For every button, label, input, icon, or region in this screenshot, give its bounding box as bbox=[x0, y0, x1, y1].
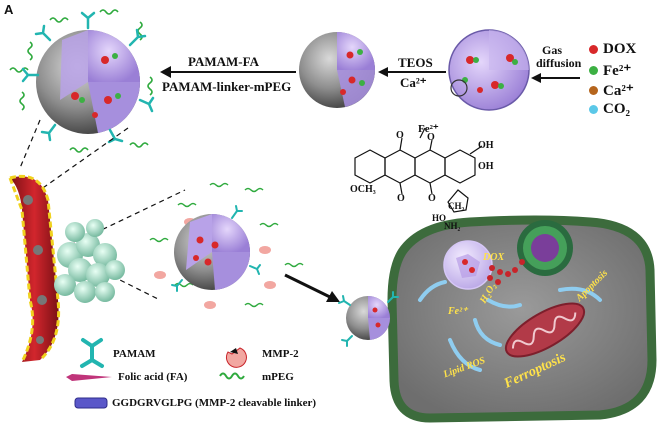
mol-ho: HO bbox=[432, 213, 447, 223]
mol-nh2: NH₂ bbox=[444, 221, 461, 231]
cell-fe-label: Fe²⁺ bbox=[448, 306, 468, 317]
legend-pamam-label: PAMAM bbox=[113, 348, 156, 360]
legend-mpeg-symbol bbox=[219, 372, 245, 380]
nanoparticle-decorated bbox=[9, 9, 155, 153]
blood-vessel bbox=[8, 174, 61, 363]
cell-dox-label: DOX bbox=[483, 252, 505, 263]
legend-co2-label: CO₂ bbox=[603, 101, 630, 117]
teos-label: TEOS bbox=[398, 55, 433, 70]
legend-ca-label: Ca²⁺ bbox=[603, 83, 634, 99]
legend-dox: DOX bbox=[589, 41, 636, 58]
nanoparticle-released bbox=[149, 182, 304, 309]
fe-icon bbox=[589, 66, 598, 75]
legend-mmp2-label: MMP-2 bbox=[262, 348, 299, 360]
pamam-linker-label: PAMAM-linker-mPEG bbox=[162, 79, 292, 94]
mol-o1: O bbox=[396, 130, 404, 141]
legend-fe: Fe²⁺ bbox=[589, 61, 631, 80]
legend-dox-label: DOX bbox=[603, 41, 637, 57]
legend-co2: CO₂ bbox=[589, 101, 630, 118]
teos-ca-label: Ca²⁺ bbox=[400, 75, 427, 90]
co2-icon bbox=[589, 105, 598, 114]
pamam-fa-label: PAMAM-FA bbox=[188, 54, 259, 69]
mol-ch3: CH₃ bbox=[448, 201, 465, 211]
legend-fe-label: Fe²⁺ bbox=[603, 63, 632, 79]
legend-folic-symbol bbox=[66, 374, 112, 381]
legend-pamam-symbol bbox=[80, 338, 104, 368]
legend-linker-label: GGDGRVGLPG (MMP-2 cleavable linker) bbox=[112, 397, 316, 409]
tumor-cluster bbox=[54, 219, 125, 303]
legend-linker-symbol bbox=[74, 397, 108, 409]
mol-o2: O bbox=[427, 132, 435, 143]
mol-oh1: OH bbox=[478, 140, 494, 151]
nanoparticle-silica bbox=[299, 32, 375, 108]
mol-fe: Fe²⁺ bbox=[418, 123, 439, 135]
dox-icon bbox=[589, 45, 598, 54]
panel-label: A bbox=[4, 2, 14, 17]
mol-oh2: OH bbox=[478, 161, 494, 172]
gas-label: Gas bbox=[542, 43, 563, 57]
mol-o4: O bbox=[428, 193, 436, 204]
mol-o3: O bbox=[397, 193, 405, 204]
legend-mmp2-symbol bbox=[225, 347, 247, 368]
diffusion-label: diffusion bbox=[536, 56, 582, 70]
ca-icon bbox=[589, 86, 598, 95]
legend-ca: Ca²⁺ bbox=[589, 81, 634, 100]
mol-och3: OCH₃ bbox=[350, 184, 376, 195]
tumor-cell bbox=[338, 215, 657, 423]
legend-folic-label: Folic acid (FA) bbox=[118, 371, 188, 383]
legend-mpeg-label: mPEG bbox=[262, 371, 294, 383]
nanoparticle-caco3 bbox=[448, 29, 530, 111]
